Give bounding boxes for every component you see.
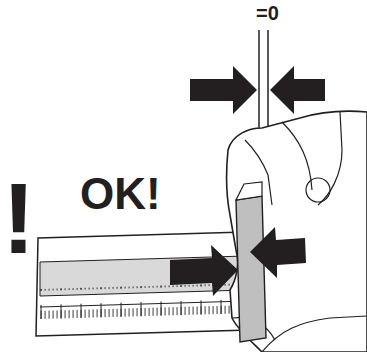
device-housing (227, 111, 367, 352)
housing-contour (262, 316, 367, 352)
blade-holder (236, 182, 262, 200)
ruler-rail (36, 232, 250, 336)
warning-mark: ! (2, 168, 35, 268)
arrow-left (270, 66, 325, 114)
ruler-edge (40, 301, 247, 307)
arrow-right (190, 66, 257, 114)
gap-dimension: =0 (256, 3, 279, 23)
arrow-left (250, 227, 306, 278)
arrow-right (170, 245, 238, 296)
housing-pivot (306, 178, 330, 202)
gauge-blade (236, 196, 266, 342)
ok-note: OK! (80, 172, 161, 216)
